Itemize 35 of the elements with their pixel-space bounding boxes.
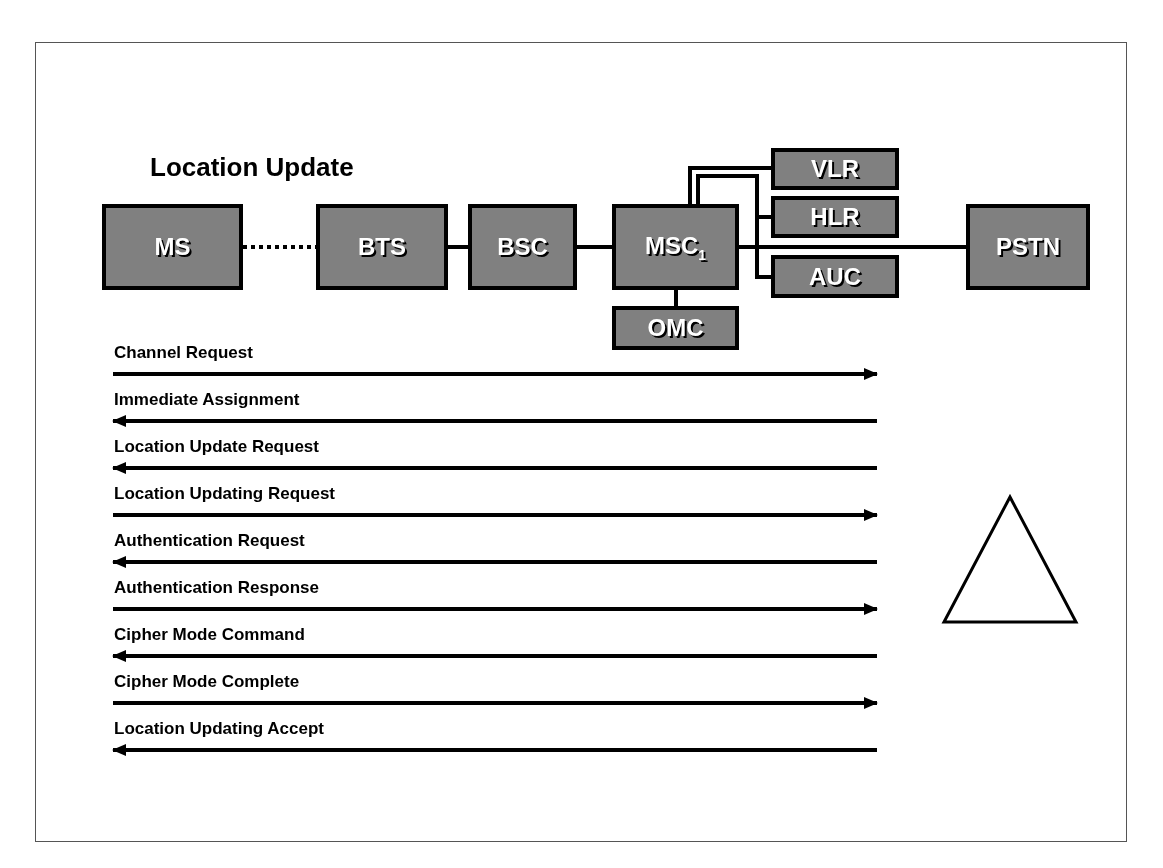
message-label: Location Updating Accept bbox=[114, 719, 324, 739]
node-label: BSC bbox=[497, 233, 548, 261]
link-line bbox=[696, 174, 771, 279]
network-element-box bbox=[771, 196, 899, 238]
message-label: Immediate Assignment bbox=[114, 390, 300, 410]
link-line bbox=[739, 245, 966, 249]
diagram-title: Location Update bbox=[150, 152, 354, 183]
network-element-box bbox=[468, 204, 577, 290]
network-element-box bbox=[966, 204, 1090, 290]
message-label: Cipher Mode Command bbox=[114, 625, 305, 645]
node-label: MSC$_{1}$ bbox=[644, 231, 707, 263]
link-line bbox=[448, 245, 468, 249]
network-element-box bbox=[316, 204, 448, 290]
node-label: OMC bbox=[647, 314, 704, 342]
link-line bbox=[577, 245, 612, 249]
message-label: Authentication Request bbox=[114, 531, 305, 551]
network-element-box bbox=[771, 255, 899, 298]
node-label: BTS bbox=[358, 233, 406, 261]
link-line bbox=[674, 290, 678, 306]
node-label: HLR bbox=[810, 203, 860, 231]
node-label: PSTN bbox=[996, 233, 1060, 261]
message-label: Cipher Mode Complete bbox=[114, 672, 300, 692]
link-line bbox=[688, 166, 771, 204]
network-element-box bbox=[771, 148, 899, 190]
message-label: Location Updating Request bbox=[114, 484, 335, 504]
message-label: Location Update Request bbox=[114, 437, 319, 457]
node-label: VLR bbox=[811, 155, 859, 183]
network-element-box bbox=[612, 306, 739, 350]
triangle-shape bbox=[941, 493, 1079, 624]
node-label: AUC bbox=[809, 262, 861, 291]
network-element-box bbox=[102, 204, 243, 290]
node-label: MS bbox=[154, 233, 191, 261]
network-element-box bbox=[612, 204, 739, 290]
message-label: Authentication Response bbox=[114, 578, 319, 598]
message-label: Channel Request bbox=[114, 343, 253, 363]
